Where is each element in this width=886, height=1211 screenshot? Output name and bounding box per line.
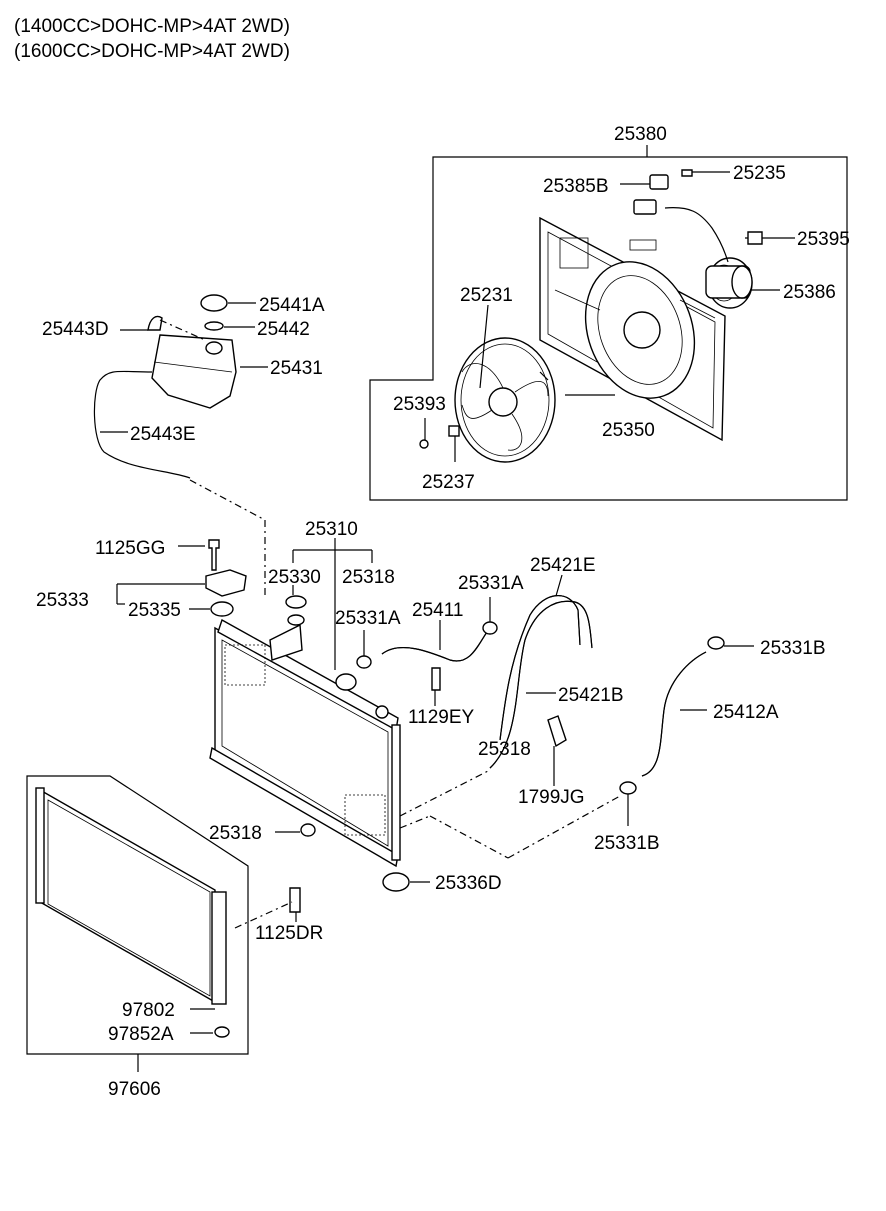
label-25237: 25237 xyxy=(422,472,475,493)
bolt-1129ey xyxy=(431,667,441,691)
fan-motor xyxy=(705,257,753,309)
label-97606: 97606 xyxy=(108,1079,161,1100)
bracket-25333 xyxy=(205,569,247,597)
label-25330: 25330 xyxy=(268,567,321,588)
label-25412a: 25412A xyxy=(713,702,779,723)
lower-hose-25412a xyxy=(641,651,707,777)
bolt-1125dr xyxy=(289,887,301,913)
clamp-25331b-top xyxy=(707,636,725,650)
label-25441a: 25441A xyxy=(259,295,325,316)
clip-1799jg xyxy=(547,715,567,748)
header-line-1: (1400CC>DOHC-MP>4AT 2WD) xyxy=(14,16,290,37)
label-1799jg: 1799JG xyxy=(518,787,585,808)
label-25231: 25231 xyxy=(460,285,513,306)
label-25395: 25395 xyxy=(797,229,850,250)
hose-25443e xyxy=(93,370,191,479)
clamp-25331b-bottom xyxy=(619,781,637,795)
lower-insulator-25318 xyxy=(300,823,316,837)
washer-25237 xyxy=(448,425,460,437)
label-97852a: 97852A xyxy=(108,1024,174,1045)
outlet-pipe xyxy=(335,673,357,691)
radiator xyxy=(209,618,401,868)
label-25350: 25350 xyxy=(602,420,655,441)
label-97802: 97802 xyxy=(122,1000,175,1021)
label-25385b: 25385B xyxy=(543,176,609,197)
reservoir-tank xyxy=(151,334,237,409)
header-line-2: (1600CC>DOHC-MP>4AT 2WD) xyxy=(14,41,290,62)
drain-plug xyxy=(375,705,389,719)
o-ring-25442 xyxy=(204,321,224,331)
label-25331a-top: 25331A xyxy=(458,573,524,594)
reservoir-cap xyxy=(200,294,228,312)
label-25431: 25431 xyxy=(270,358,323,379)
radiator-filler-neck xyxy=(269,614,305,661)
label-25333: 25333 xyxy=(36,590,89,611)
label-25443e: 25443E xyxy=(130,424,196,445)
fan-shroud xyxy=(539,216,726,442)
fan-wiring-harness xyxy=(664,207,729,263)
condenser-box xyxy=(26,775,249,1055)
label-25443d: 25443D xyxy=(42,319,109,340)
label-25380: 25380 xyxy=(614,124,667,145)
hose-25443d xyxy=(147,315,163,331)
bushing-25335 xyxy=(210,601,234,617)
label-25331b-top: 25331B xyxy=(760,638,826,659)
connector xyxy=(633,199,657,215)
label-25386: 25386 xyxy=(783,282,836,303)
screw-25235 xyxy=(681,169,693,177)
label-25393: 25393 xyxy=(393,394,446,415)
connector-25385b xyxy=(649,174,669,190)
label-1125gg: 1125GG xyxy=(95,538,165,559)
label-25235: 25235 xyxy=(733,163,786,184)
upper-hose-25411 xyxy=(381,631,488,662)
label-25442: 25442 xyxy=(257,319,310,340)
fan-assembly-box xyxy=(369,156,848,501)
diagram-header: (1400CC>DOHC-MP>4AT 2WD) (1600CC>DOHC-MP… xyxy=(14,14,290,64)
bolt-1125gg xyxy=(208,539,220,571)
clamp-25331a-left xyxy=(356,655,372,669)
label-1125dr: 1125DR xyxy=(255,923,323,944)
clamp-25331a-top xyxy=(482,621,498,635)
label-25310: 25310 xyxy=(305,519,358,540)
label-25421b: 25421B xyxy=(558,685,624,706)
label-25331a-left: 25331A xyxy=(335,608,401,629)
mount-insulator-25336d xyxy=(382,872,410,892)
bolt-25395 xyxy=(747,231,763,245)
cooling-fan xyxy=(454,337,556,463)
label-25318-mid: 25318 xyxy=(478,739,531,760)
label-25336d: 25336D xyxy=(435,873,502,894)
label-25318-bottom: 25318 xyxy=(209,823,262,844)
label-25411: 25411 xyxy=(412,600,463,621)
condenser xyxy=(35,787,227,1005)
nut-25393 xyxy=(419,439,429,449)
radiator-cap xyxy=(285,595,307,609)
label-1129ey: 1129EY xyxy=(408,707,475,728)
dryer-cap-97852a xyxy=(214,1026,230,1038)
label-25335: 25335 xyxy=(128,600,181,621)
label-25318-top: 25318 xyxy=(342,567,395,588)
label-25331b-bottom: 25331B xyxy=(594,833,660,854)
label-25421e: 25421E xyxy=(530,555,596,576)
